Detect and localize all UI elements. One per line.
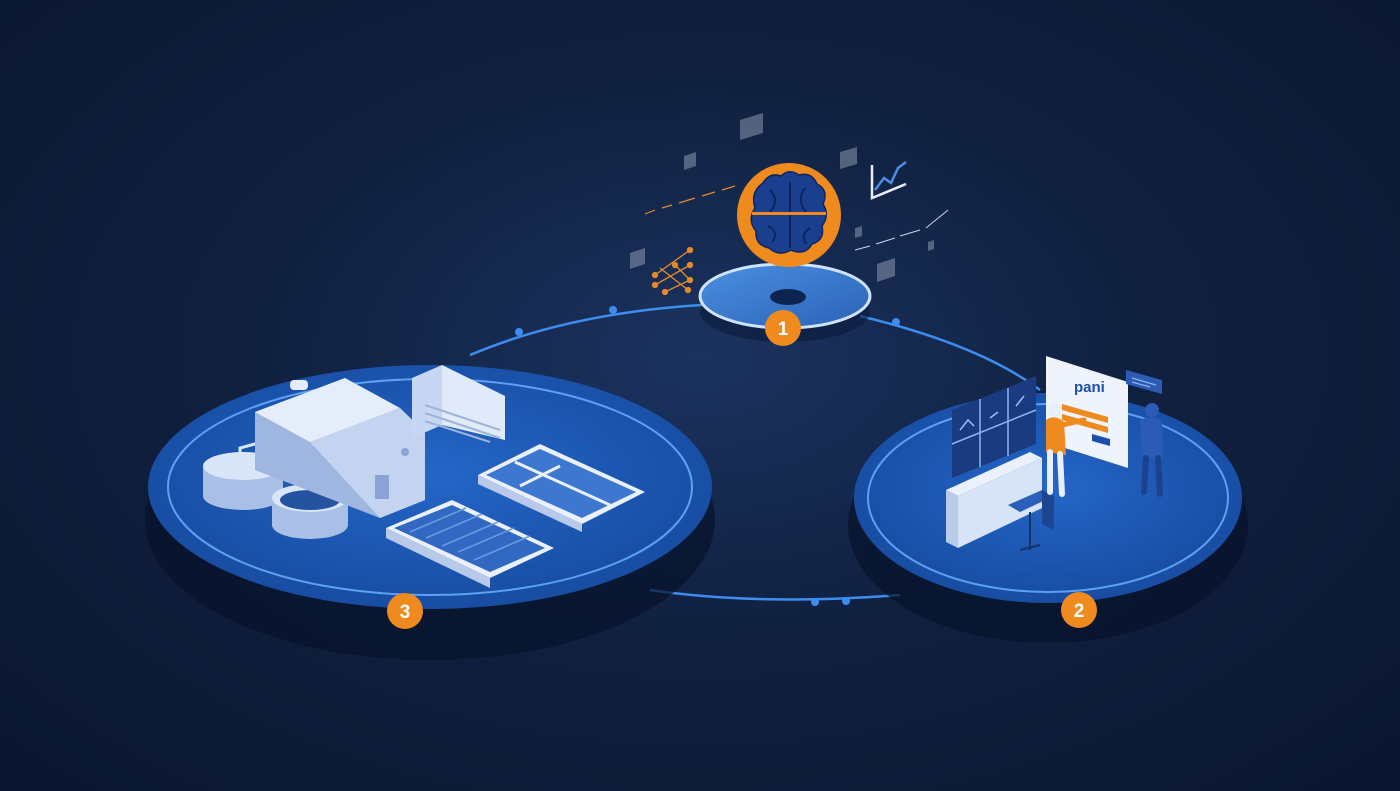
dashboard-screen[interactable]: pani [1046, 356, 1128, 468]
formula-decoration [854, 209, 949, 251]
plant-building-icon [255, 378, 425, 518]
node-ai-model: 1 [630, 113, 949, 346]
login-button[interactable] [1092, 434, 1110, 446]
aeration-tank-icon [272, 464, 348, 539]
equation-decoration [644, 185, 736, 215]
control-desk-icon [946, 452, 1042, 548]
basin-bottom-icon [386, 500, 554, 588]
input-field-1[interactable] [1062, 404, 1108, 423]
video-wall-icon [951, 376, 1037, 478]
basin-top-icon [478, 444, 645, 532]
neural-net-icon [651, 246, 694, 296]
operator-person-icon [1046, 403, 1087, 497]
node-3-badge: 3 [400, 602, 411, 623]
chair-icon [1008, 490, 1054, 551]
brand-logo: pani [1074, 379, 1105, 396]
filter-unit-icon [412, 365, 505, 443]
node-1-badge: 1 [778, 319, 789, 340]
node-treatment-plant: 3 [145, 365, 715, 660]
brain-icon [750, 171, 827, 254]
node-operator-interface: pani 2 [848, 356, 1248, 643]
line-chart-icon [870, 161, 907, 200]
node-2-badge: 2 [1074, 601, 1085, 622]
input-field-2[interactable] [1062, 414, 1108, 433]
engineer-person-icon [1126, 370, 1163, 497]
data-tiles [630, 113, 934, 282]
